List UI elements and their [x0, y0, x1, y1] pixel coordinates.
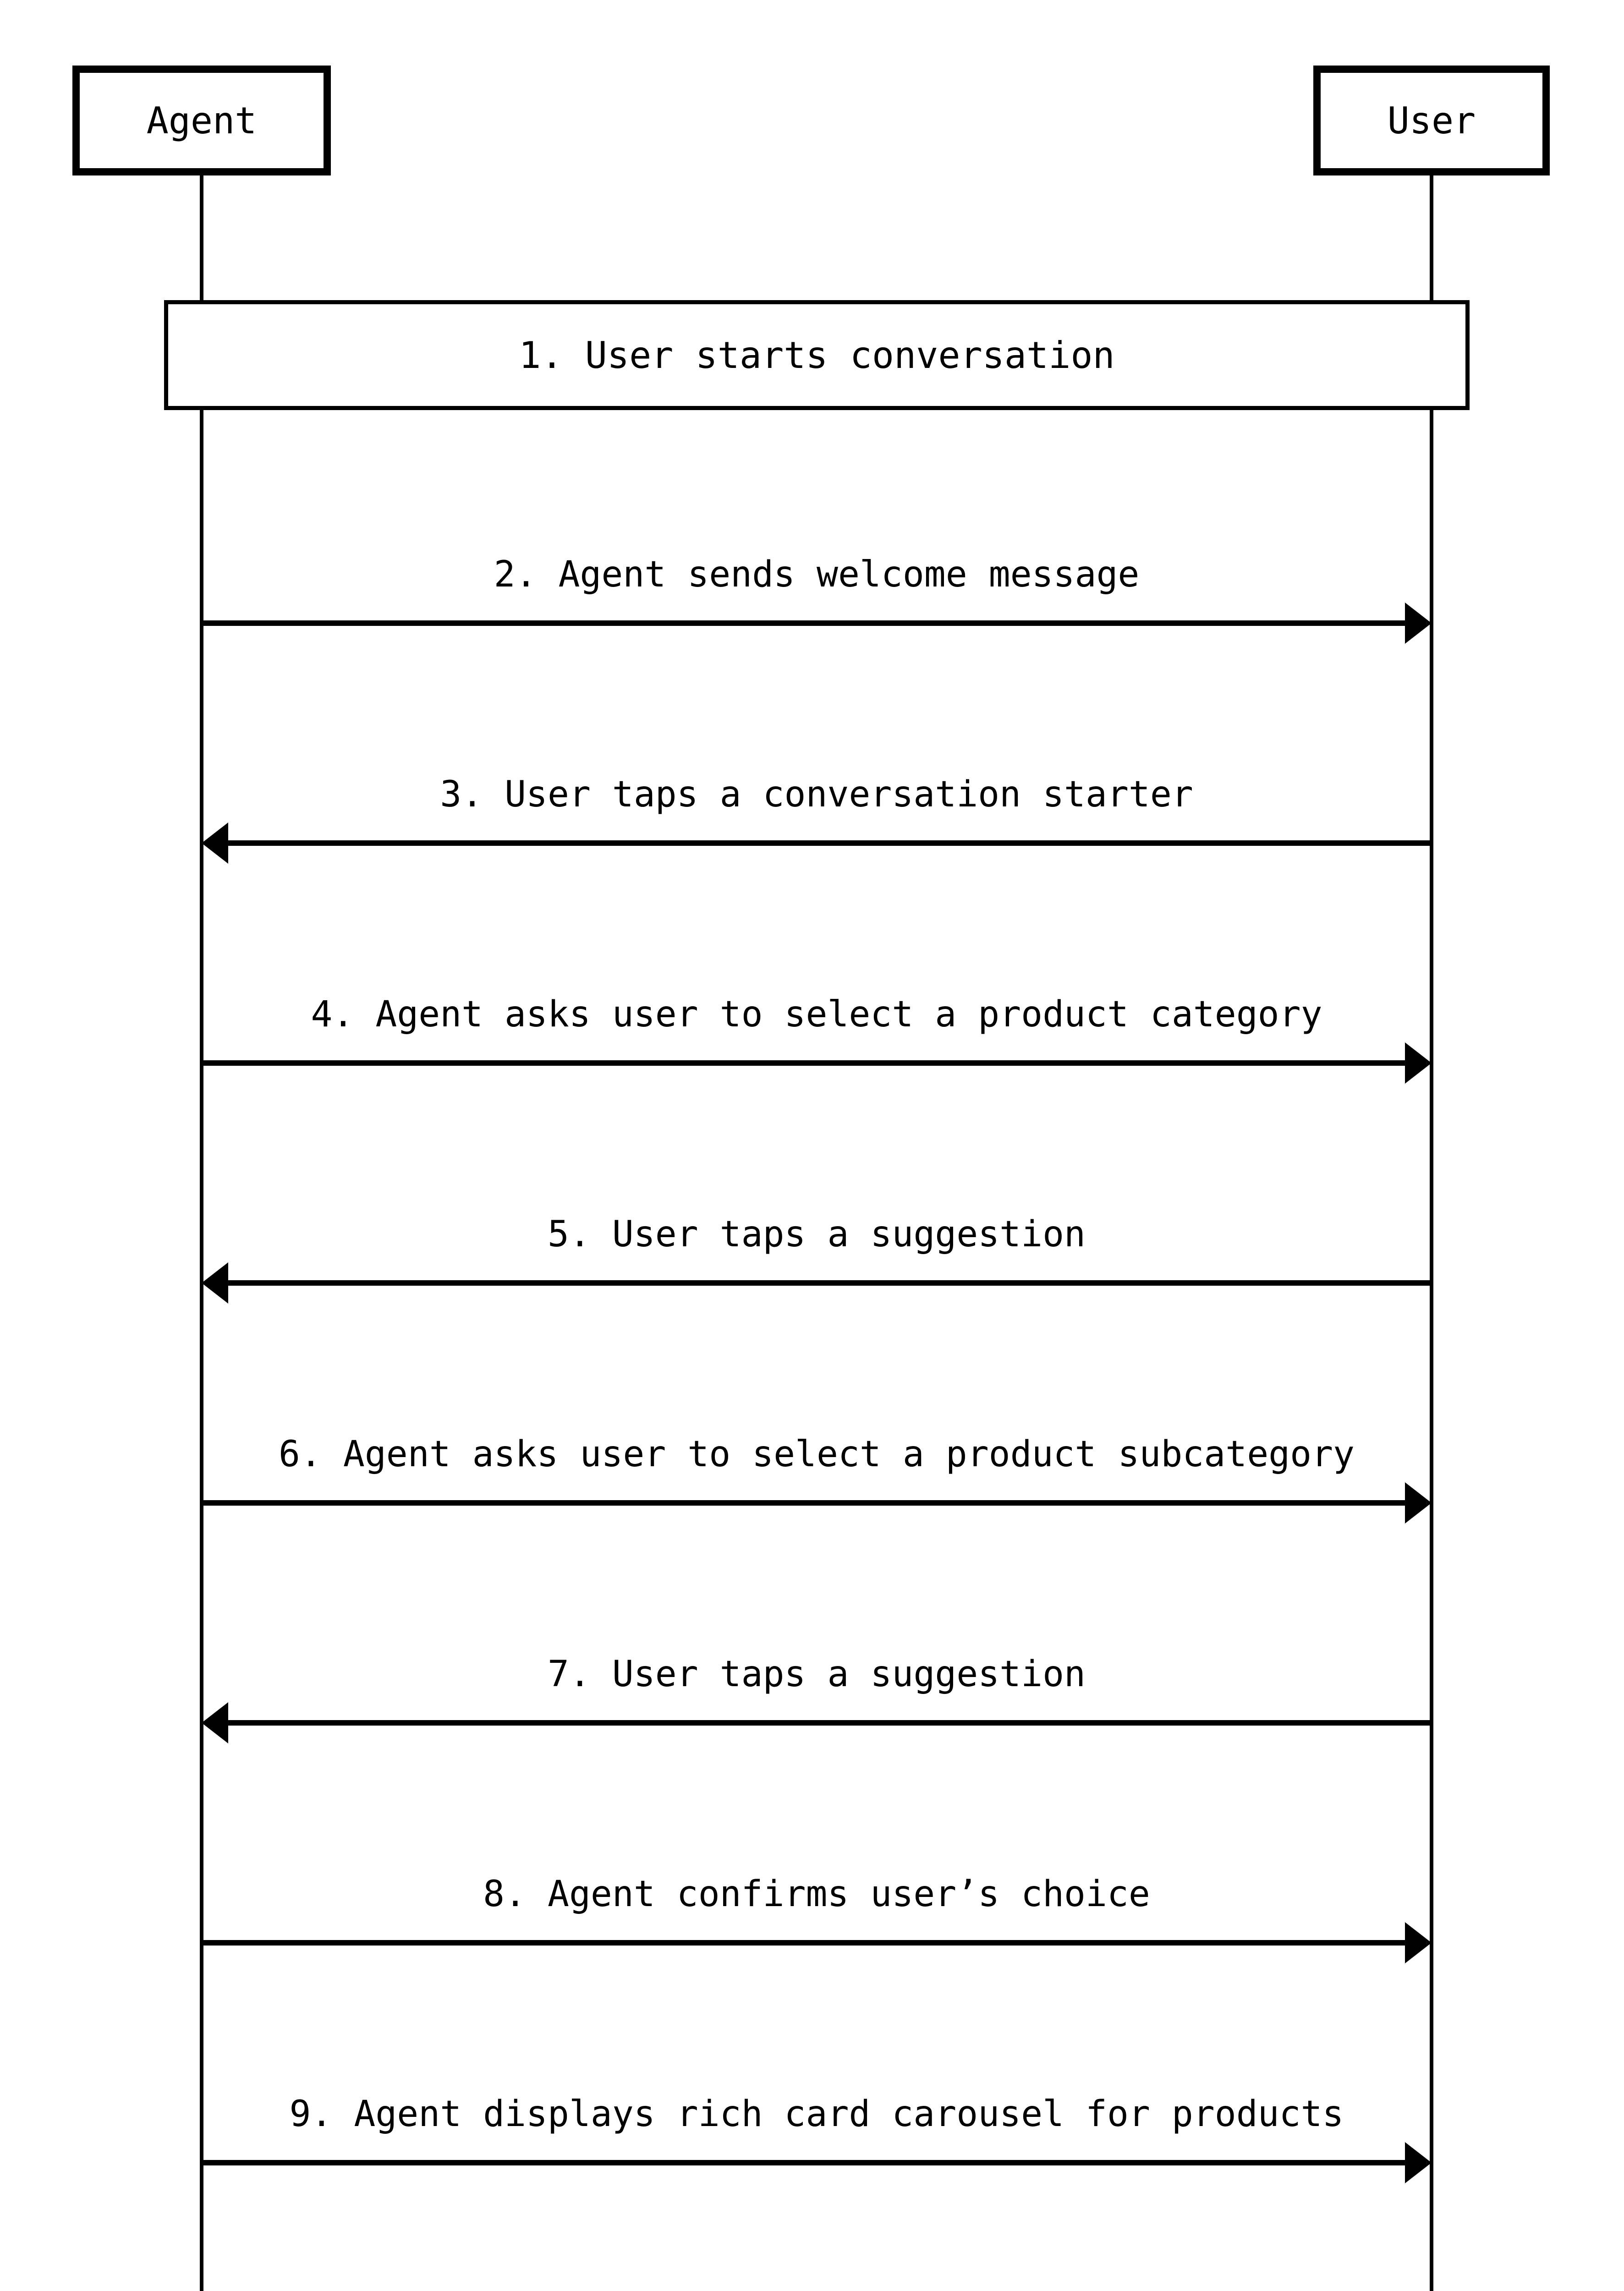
message-label: 3. User taps a conversation starter — [202, 769, 1432, 820]
arrowhead-icon — [1405, 1482, 1432, 1524]
message-label: 2. Agent sends welcome message — [202, 549, 1432, 600]
arrowhead-icon — [1405, 603, 1432, 644]
message-label: 7. User taps a suggestion — [202, 1649, 1432, 1700]
message-label-line: 6. Agent asks user to select a product s… — [279, 1434, 1355, 1475]
arrowhead-icon — [1405, 1922, 1432, 1963]
message-arrow-line — [220, 1720, 1432, 1726]
message-label-line: 2. Agent sends welcome message — [494, 554, 1140, 595]
message-label: 4. Agent asks user to select a product c… — [202, 989, 1432, 1040]
agent-lifeline — [200, 175, 203, 2291]
conversation-start-label: 1. User starts conversation — [519, 334, 1115, 377]
arrowhead-icon — [202, 822, 228, 864]
message-arrow-line — [220, 840, 1432, 846]
message-label-line: 8. Agent confirms user’s choice — [483, 1874, 1150, 1915]
participant-agent-top: Agent — [72, 66, 331, 175]
arrowhead-icon — [1405, 2142, 1432, 2183]
message-arrow-line — [220, 1280, 1432, 1286]
message-arrow-line — [202, 2160, 1413, 2165]
conversation-start-band: 1. User starts conversation — [164, 300, 1470, 410]
arrowhead-icon — [1405, 1042, 1432, 1084]
message-label: 8. Agent confirms user’s choice — [202, 1869, 1432, 1920]
message-arrow-line — [202, 1940, 1413, 1946]
message-label: 6. Agent asks user to select a product s… — [202, 1429, 1432, 1480]
participant-agent-label: Agent — [146, 99, 257, 142]
message-label-line: 4. Agent asks user to select a product c… — [311, 994, 1322, 1035]
message-label-line: 9. Agent displays rich card carousel for… — [289, 2094, 1344, 2135]
message-label-line: 7. User taps a suggestion — [548, 1654, 1086, 1695]
message-arrow-line — [202, 620, 1413, 626]
arrowhead-icon — [202, 1702, 228, 1743]
participant-user-top: User — [1313, 66, 1550, 175]
message-arrow-line — [202, 1060, 1413, 1066]
message-arrow-line — [202, 1500, 1413, 1506]
message-label: 9. Agent displays rich card carousel for… — [202, 2088, 1432, 2140]
message-label-line: 5. User taps a suggestion — [548, 1214, 1086, 1255]
participant-user-label: User — [1387, 99, 1476, 142]
message-label: 5. User taps a suggestion — [202, 1209, 1432, 1260]
user-lifeline — [1430, 175, 1433, 2291]
arrowhead-icon — [202, 1262, 228, 1304]
message-label-line: 3. User taps a conversation starter — [440, 774, 1193, 815]
